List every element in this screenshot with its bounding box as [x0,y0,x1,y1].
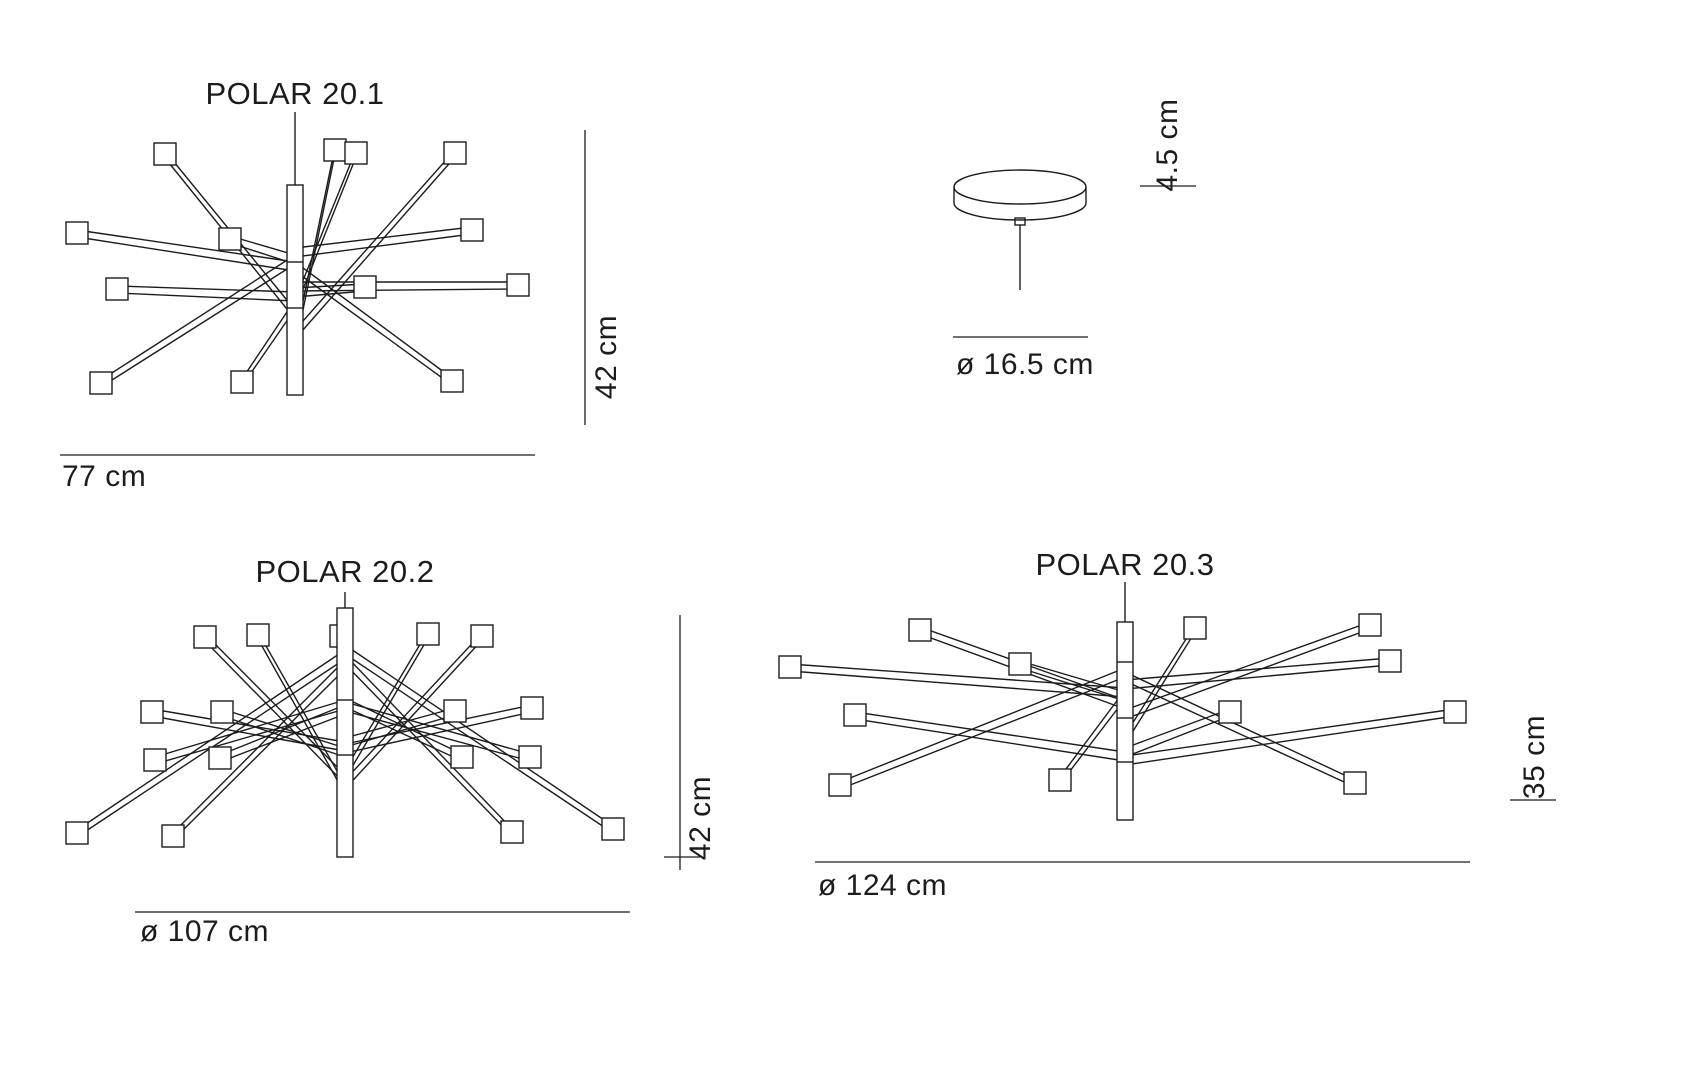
canopy-height-label: 4.5 cm [1151,98,1184,192]
center-stem [336,607,354,858]
canopy-diameter-label: ø 16.5 cm [956,348,1094,381]
polar-20-2-drawing [65,592,625,858]
light-cube [230,370,254,394]
polar-20-3-drawing [778,582,1467,821]
light-cube [1358,613,1382,637]
cord-connector [1014,217,1026,226]
light-cube [443,699,467,723]
light-cube [193,625,217,649]
polar-20-2-diameter-label: ø 107 cm [140,915,270,948]
light-cube [518,745,542,769]
canopy-drawing [953,169,1087,290]
light-cube [153,142,177,166]
light-cube [1443,700,1467,724]
light-cube [440,369,464,393]
light-cube [140,700,164,724]
light-cube [520,696,544,720]
light-cube [828,773,852,797]
polar-20-3-diameter-label: ø 124 cm [818,869,948,902]
light-cube [1378,649,1402,673]
polar-20-2-title: POLAR 20.2 [255,554,435,589]
polar-20-1-title: POLAR 20.1 [205,76,385,111]
light-cube [218,227,242,251]
light-cube [500,820,524,844]
light-cube [323,138,347,162]
light-cube [1183,616,1207,640]
light-cube [161,824,185,848]
light-cube [778,655,802,679]
light-cube [143,748,167,772]
light-cube [601,817,625,841]
light-cube [65,221,89,245]
light-cube [460,218,484,242]
polar-20-3-title: POLAR 20.3 [1035,547,1215,582]
light-cube [246,623,270,647]
light-cube [506,273,530,297]
light-cube [208,746,232,770]
light-cube [1008,652,1032,676]
polar-20-1-drawing [65,112,530,396]
light-cube [908,618,932,642]
light-cube [416,622,440,646]
light-cube [450,745,474,769]
light-cube [1218,700,1242,724]
light-cube [353,275,377,299]
polar-20-2-height-label: 42 cm [684,775,717,861]
light-cube [1048,768,1072,792]
light-cube [443,141,467,165]
light-cube [89,371,113,395]
polar-20-1-width-label: 77 cm [62,460,147,493]
polar-20-1-height-label: 42 cm [590,314,623,400]
polar-20-3-height-label: 35 cm [1518,714,1551,800]
light-cube [210,700,234,724]
light-cube [344,141,368,165]
center-stem [286,184,304,396]
light-cube [470,624,494,648]
light-cube [1343,771,1367,795]
light-cube [843,703,867,727]
light-cube [105,277,129,301]
center-stem [1116,621,1134,821]
light-cube [65,821,89,845]
